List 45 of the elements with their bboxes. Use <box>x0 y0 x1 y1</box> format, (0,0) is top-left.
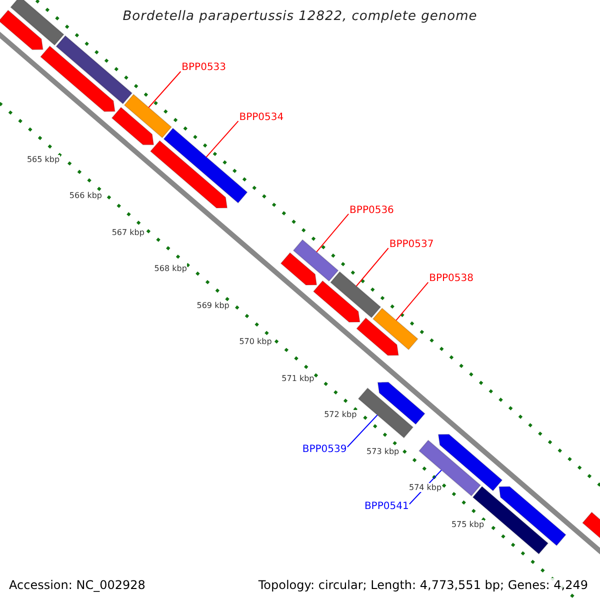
leader-line <box>346 414 378 448</box>
leader-line <box>316 213 350 252</box>
gene-block <box>372 308 418 350</box>
pointed-gene-bar <box>356 317 399 356</box>
gene-block <box>330 271 382 318</box>
gene-label: BPP0541 <box>364 501 409 514</box>
gene-block <box>56 35 133 104</box>
pointed-gene-bar <box>377 382 426 425</box>
pointed-gene-bar <box>40 45 116 112</box>
leader-line <box>148 70 182 108</box>
leader-line <box>396 282 429 321</box>
scale-label: 566 kbp <box>69 191 102 200</box>
pointed-gene-bar <box>312 280 360 323</box>
footer-text: Accession: NC_002928 <box>9 578 146 592</box>
scale-label: 568 kbp <box>154 264 187 274</box>
gene-block <box>472 486 549 555</box>
gene-label: BPP0533 <box>182 62 226 74</box>
pointed-gene-bar <box>280 252 318 286</box>
scale-label: 573 kbp <box>366 446 400 456</box>
title: Bordetella parapertussis 12822, complete genome <box>122 9 478 24</box>
leader-line <box>356 248 389 287</box>
scale-label: 572 kbp <box>324 410 357 420</box>
gene-block <box>358 387 414 438</box>
scale-label: 575 kbp <box>451 520 484 529</box>
gene-block <box>124 94 172 138</box>
pointed-gene-bar <box>150 140 228 208</box>
gene-label: BPP0536 <box>350 204 394 217</box>
gene-block <box>292 239 339 282</box>
gene-block <box>10 0 64 46</box>
pointed-gene-bar <box>498 486 566 546</box>
gene-block <box>163 128 248 204</box>
leader-line <box>206 120 239 158</box>
pointed-gene-bar <box>0 10 44 50</box>
gene-label: BPP0534 <box>239 112 284 124</box>
scale-label: 567 kbp <box>112 228 144 237</box>
scale-label: 574 kbp <box>408 483 442 492</box>
scale-label: 569 kbp <box>196 300 230 310</box>
gene-label: BPP0538 <box>429 273 474 286</box>
footer-text: Topology: circular; Length: 4,773,551 bp; Genes: 4,249 <box>258 578 588 592</box>
scale-label: 571 kbp <box>282 374 314 383</box>
scale-label: 570 kbp <box>239 337 272 346</box>
scale-label: 565 kbp <box>26 154 60 164</box>
pointed-gene-bar <box>111 106 154 146</box>
gene-label: BPP0537 <box>389 239 434 252</box>
gene-label: BPP0539 <box>302 444 347 456</box>
